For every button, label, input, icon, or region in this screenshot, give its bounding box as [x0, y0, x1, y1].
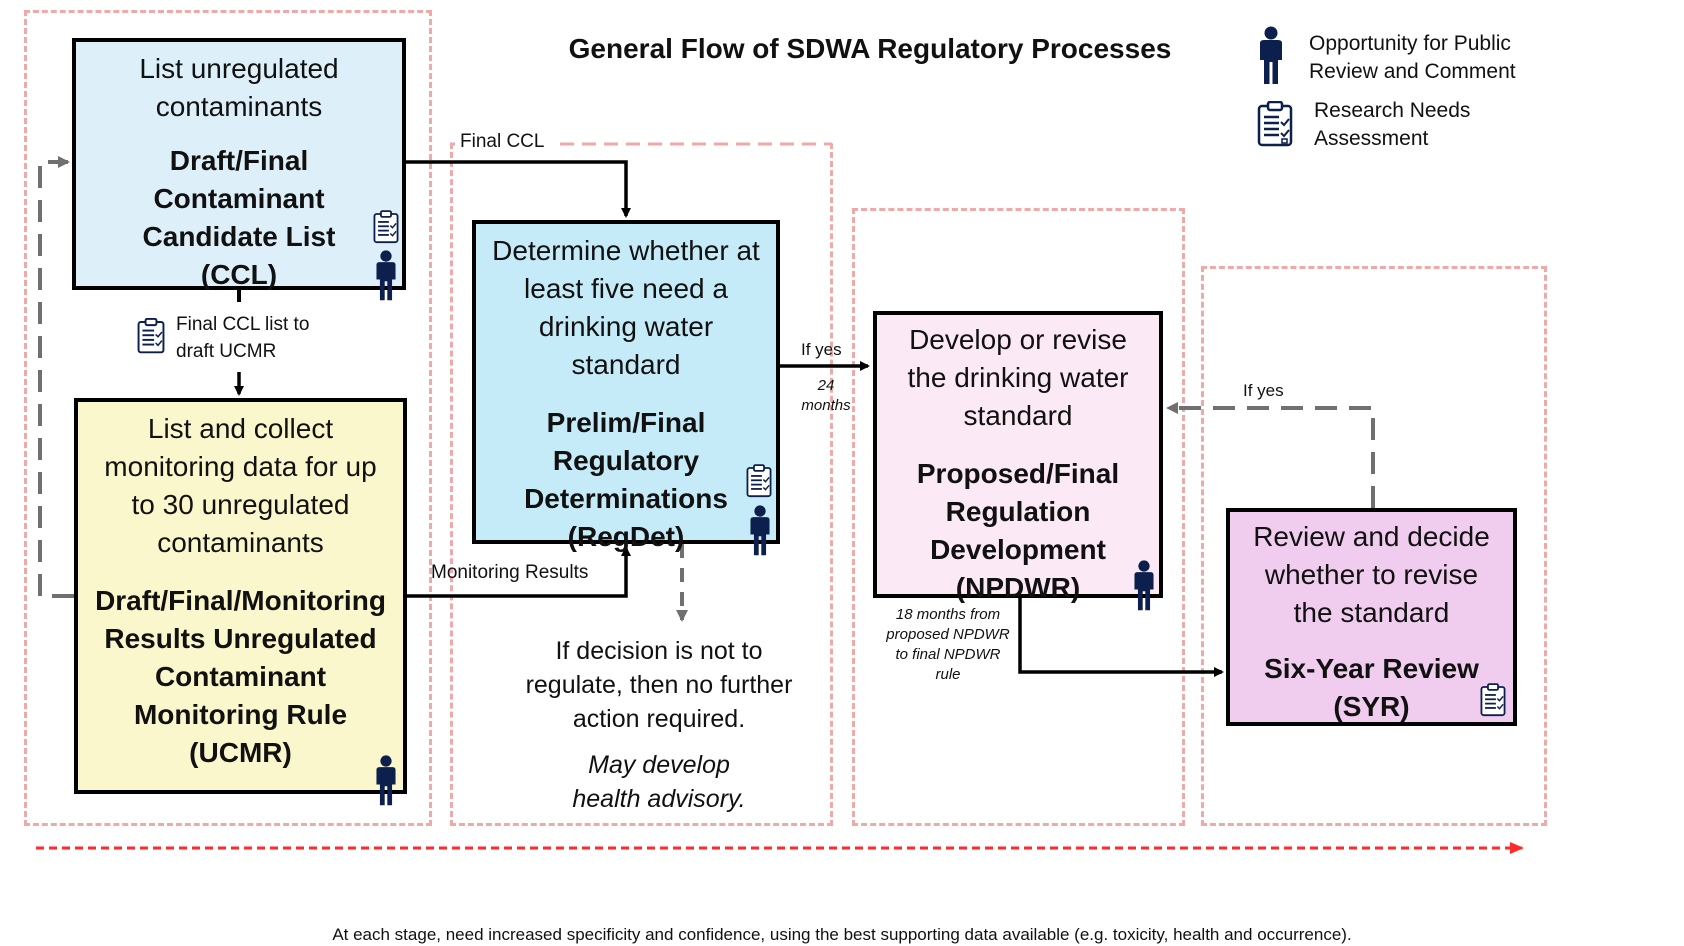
- box-regdet: Determine whether at least five need a d…: [472, 220, 780, 552]
- diagram-title: General Flow of SDWA Regulatory Processe…: [568, 33, 1172, 64]
- arrow-final-ccl: [405, 160, 631, 218]
- label-if-yes-regdet: If yes: [801, 340, 842, 359]
- ccl-name: Draft/Final Contaminant Candidate List (…: [142, 145, 336, 290]
- syr-clipboard-icon: [1480, 683, 1506, 722]
- regdet-description: Determine whether at least five need a d…: [492, 235, 760, 380]
- outcome-no-regulation-text: If decision is not to regulate, then no …: [525, 637, 793, 733]
- regdet-name: Prelim/Final Regulatory Determinations (…: [524, 407, 728, 552]
- arrow-ucmr-feedback: [38, 156, 74, 598]
- label-if-yes-syr: If yes: [1243, 381, 1284, 400]
- ccl-clipboard-icon: [373, 210, 399, 249]
- legend-person-icon: [1256, 26, 1286, 91]
- legend-public-review-label: Opportunity for Public Review and Commen…: [1309, 32, 1516, 83]
- ucmr-person-icon: [373, 755, 399, 812]
- legend-clipboard-icon: [1257, 100, 1293, 152]
- regdet-person-icon: [747, 505, 773, 562]
- arrow-if-yes-syr: [1166, 402, 1375, 508]
- ccl-person-icon: [373, 250, 399, 307]
- label-final-ccl: Final CCL: [460, 131, 545, 152]
- outcome-no-regulation: If decision is not to regulate, then no …: [514, 634, 804, 816]
- syr-name: Six-Year Review (SYR): [1264, 653, 1479, 722]
- arrow-monitoring-results: [405, 546, 631, 598]
- npdwr-description: Develop or revise the drinking water sta…: [907, 324, 1129, 431]
- box-npdwr: Develop or revise the drinking water sta…: [873, 311, 1163, 603]
- region-regdet: [450, 143, 833, 826]
- label-ccl-to-ucmr: Final CCL list to draft UCMR: [176, 314, 310, 362]
- ucmr-name: Draft/Final/Monitoring Results Unregulat…: [95, 585, 386, 768]
- ucmr-description: List and collect monitoring data for up …: [104, 413, 377, 558]
- legend-research-needs-label: Research Needs Assessment: [1314, 99, 1471, 150]
- region-npdwr: [852, 208, 1185, 826]
- region-ccl-ucmr: [24, 10, 432, 826]
- syr-description: Review and decide whether to revise the …: [1253, 521, 1490, 628]
- outcome-health-advisory-text: May develop health advisory.: [572, 751, 746, 813]
- region-syr: [1201, 266, 1547, 826]
- ccl-to-ucmr-clipboard-icon: [137, 317, 165, 359]
- npdwr-person-icon: [1131, 560, 1157, 617]
- box-ccl: List unregulated contaminants Draft/Fina…: [72, 38, 406, 290]
- arrow-npdwr-to-syr: [1018, 597, 1224, 677]
- label-18-months: 18 months from proposed NPDWR to final N…: [886, 606, 1010, 683]
- label-24-months: 24 months: [801, 377, 851, 414]
- ccl-description: List unregulated contaminants: [139, 53, 339, 122]
- footer-note: At each stage, need increased specificit…: [332, 925, 1352, 944]
- box-ucmr: List and collect monitoring data for up …: [74, 398, 407, 794]
- box-syr: Review and decide whether to revise the …: [1226, 508, 1517, 726]
- regdet-clipboard-icon: [746, 464, 772, 503]
- label-monitoring-results: Monitoring Results: [431, 562, 589, 583]
- npdwr-name: Proposed/Final Regulation Development (N…: [916, 458, 1120, 603]
